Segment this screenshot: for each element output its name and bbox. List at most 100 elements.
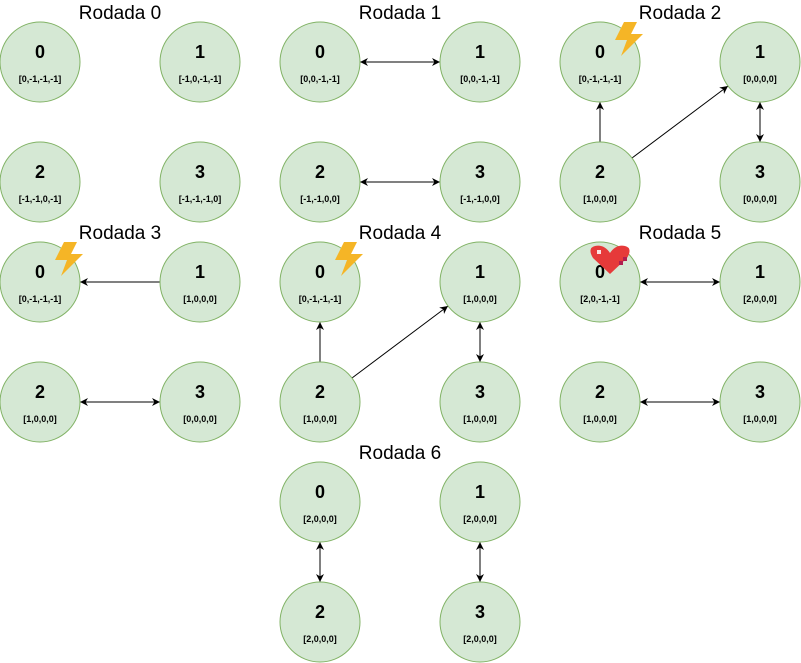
node-id: 0 <box>315 482 325 502</box>
node-id: 2 <box>595 382 605 402</box>
node-state: [0,0,0,0] <box>183 414 217 424</box>
node-state: [-1,-1,0,-1] <box>19 194 62 204</box>
node-circle <box>439 21 521 103</box>
node-circle <box>279 361 361 443</box>
lightning-icon <box>335 242 363 276</box>
node: 3 [-1,-1,0,0] <box>439 141 521 223</box>
node-state: [0,0,0,0] <box>743 194 777 204</box>
node-state: [2,0,0,0] <box>463 514 497 524</box>
node-circle <box>439 241 521 323</box>
node-id: 1 <box>475 262 485 282</box>
node: 1 [2,0,0,0] <box>719 241 801 323</box>
round-panel: Rodada 4 0 [0,-1,-1,-1] 1 [1,0,0,0] 2 [1,0,0,0… <box>279 223 521 443</box>
node-circle <box>559 141 641 223</box>
node-circle <box>279 581 361 663</box>
node-circle <box>159 141 241 223</box>
node-state: [1,0,0,0] <box>743 414 777 424</box>
node-state: [0,-1,-1,-1] <box>19 294 62 304</box>
node-state: [1,0,0,0] <box>303 414 337 424</box>
node-circle <box>159 361 241 443</box>
node-circle <box>0 361 81 443</box>
node: 3 [-1,-1,-1,0] <box>159 141 241 223</box>
node-state: [1,0,0,0] <box>183 294 217 304</box>
node-state: [1,0,0,0] <box>583 414 617 424</box>
node: 1 [2,0,0,0] <box>439 461 521 543</box>
round-panel: Rodada 50[2,0,-1,-1]1[2,0,0,0]2[1,0,0,0]… <box>559 223 801 443</box>
node-id: 0 <box>315 262 325 282</box>
node-id: 2 <box>595 162 605 182</box>
node-state: [2,0,-1,-1] <box>580 294 620 304</box>
node: 1[-1,0,-1,-1] <box>159 21 241 103</box>
node: 0[0,-1,-1,-1] <box>0 21 81 103</box>
node-state: [-1,-1,-1,0] <box>179 194 222 204</box>
node-id: 3 <box>755 162 765 182</box>
node: 2[2,0,0,0] <box>279 581 361 663</box>
node-circle <box>279 461 361 543</box>
node: 2 [-1,-1,0,0] <box>279 141 361 223</box>
node-circle <box>559 361 641 443</box>
node-id: 1 <box>195 262 205 282</box>
node: 3 [0,0,0,0] <box>159 361 241 443</box>
node: 2[-1,-1,0,-1] <box>0 141 81 223</box>
node-state: [0,0,-1,-1] <box>460 74 500 84</box>
round-panel: Rodada 60[2,0,0,0]1[2,0,0,0]2[2,0,0,0]3[… <box>279 443 521 663</box>
node-circle <box>279 241 361 323</box>
node-id: 0 <box>595 42 605 62</box>
node: 2 [1,0,0,0] <box>559 361 641 443</box>
node-circle <box>439 581 521 663</box>
round-title: Rodada 4 <box>359 223 442 244</box>
node-state: [-1,0,-1,-1] <box>179 74 222 84</box>
directed-edge <box>631 85 729 159</box>
node: 0[0,-1,-1,-1] <box>0 241 81 323</box>
node-state: [0,0,-1,-1] <box>300 74 340 84</box>
node-state: [1,0,0,0] <box>463 294 497 304</box>
node: 0 [0,-1,-1,-1] <box>279 241 361 323</box>
node-circle <box>0 21 81 103</box>
round-panel: Rodada 00[0,-1,-1,-1]1[-1,0,-1,-1]2[-1,-… <box>0 3 241 223</box>
node-circle <box>559 21 641 103</box>
node-id: 3 <box>475 382 485 402</box>
lightning-icon <box>55 242 83 276</box>
node-state: [1,0,0,0] <box>463 414 497 424</box>
node-state: [1,0,0,0] <box>583 194 617 204</box>
node: 3 [1,0,0,0] <box>719 361 801 443</box>
round-title: Rodada 6 <box>359 443 441 464</box>
node-state: [0,-1,-1,-1] <box>299 294 342 304</box>
node-circle <box>719 141 801 223</box>
round-title: Rodada 1 <box>359 3 441 24</box>
node-id: 3 <box>475 162 485 182</box>
lightning-icon <box>615 22 643 56</box>
node-id: 1 <box>755 262 765 282</box>
node-state: [0,0,0,0] <box>743 74 777 84</box>
node-id: 3 <box>195 162 205 182</box>
node-state: [0,-1,-1,-1] <box>579 74 622 84</box>
node-id: 0 <box>595 262 605 282</box>
node-state: [-1,-1,0,0] <box>300 194 340 204</box>
node-circle <box>719 361 801 443</box>
node: 3 [0,0,0,0] <box>719 141 801 223</box>
node-id: 3 <box>195 382 205 402</box>
node-id: 1 <box>475 42 485 62</box>
node-state: [2,0,0,0] <box>303 634 337 644</box>
node-id: 3 <box>755 382 765 402</box>
round-panel: Rodada 1 0 [0,0,-1,-1] 1 [0,0,-1,-1] 2 [-1,-1,… <box>279 3 521 223</box>
node-id: 1 <box>475 482 485 502</box>
node-state: [0,-1,-1,-1] <box>19 74 62 84</box>
node: 1 [0,0,-1,-1] <box>439 21 521 103</box>
node-id: 0 <box>315 42 325 62</box>
node-circle <box>439 141 521 223</box>
node-id: 2 <box>315 162 325 182</box>
node-circle <box>159 21 241 103</box>
node-circle <box>0 241 81 323</box>
node-circle <box>279 21 361 103</box>
node-id: 2 <box>315 382 325 402</box>
node-state: [2,0,0,0] <box>303 514 337 524</box>
directed-edge <box>351 305 449 379</box>
node: 0 [2,0,0,0] <box>279 461 361 543</box>
round-title: Rodada 3 <box>79 223 161 244</box>
node: 1 [1,0,0,0] <box>159 241 241 323</box>
node-state: [2,0,0,0] <box>743 294 777 304</box>
node-circle <box>719 241 801 323</box>
node-state: [-1,-1,0,0] <box>460 194 500 204</box>
